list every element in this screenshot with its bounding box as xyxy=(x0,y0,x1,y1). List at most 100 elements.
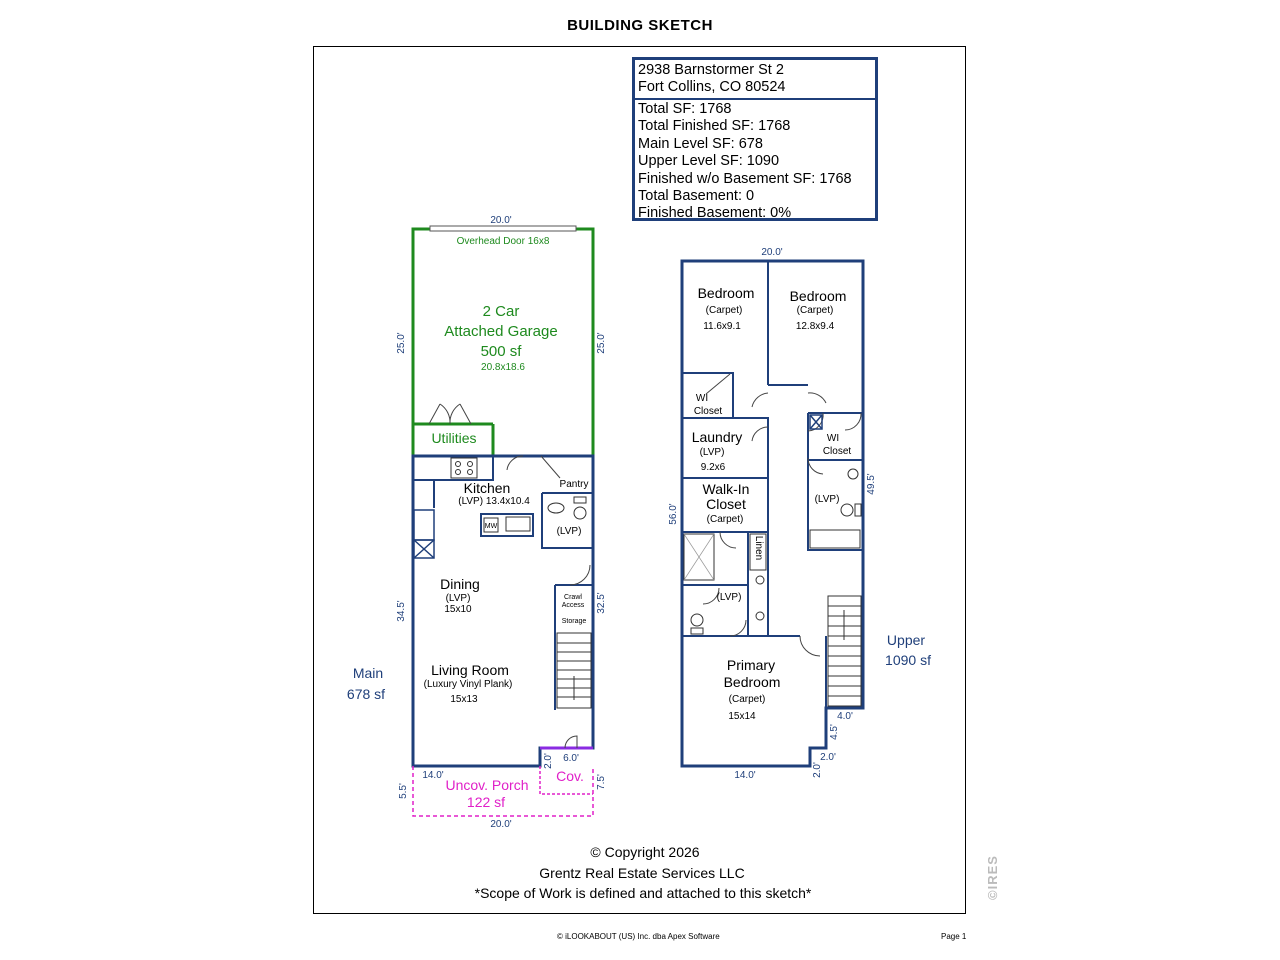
bathtub-icon xyxy=(809,529,861,549)
crawl-label-3: Storage xyxy=(562,618,587,625)
stat-total-sf: Total SF: 1768 xyxy=(638,101,732,117)
door-swing-icon xyxy=(428,403,451,425)
bedroom1-size: 11.6x9.1 xyxy=(703,321,741,332)
kitchen-sub: (LVP) 13.4x10.4 xyxy=(458,496,530,507)
microwave-icon xyxy=(483,517,499,533)
dining-floor: (LVP) xyxy=(446,593,471,604)
wi-closet1-label-2: Closet xyxy=(694,406,723,417)
wi-closet1-label-1: WI xyxy=(696,393,708,404)
dining-label: Dining xyxy=(440,576,480,592)
dim-cov-width: 6.0' xyxy=(563,753,579,764)
sink-icon xyxy=(547,502,565,514)
dim-main-bottom: 20.0' xyxy=(490,819,511,830)
garage-label-line1: 2 Car xyxy=(483,303,520,320)
sink-icon xyxy=(755,575,765,585)
entry-door-icon xyxy=(564,735,578,749)
walkin-floor: (Carpet) xyxy=(707,514,744,525)
toilet-icon xyxy=(573,506,587,520)
overhead-door-icon xyxy=(429,225,577,232)
upper-bath1-floor: (LVP) xyxy=(717,592,742,603)
address-line-1: 2938 Barnstormer St 2 xyxy=(638,62,784,78)
covered-label: Cov. xyxy=(556,768,584,784)
dim-garage-top: 20.0' xyxy=(490,215,511,226)
stairs-icon xyxy=(556,632,592,709)
dim-upper-right: 49.5' xyxy=(866,473,877,494)
door-swing-icon xyxy=(807,392,827,404)
sketch-title: BUILDING SKETCH xyxy=(567,17,713,34)
toilet-icon xyxy=(840,503,854,517)
software-credit: © iLOOKABOUT (US) Inc. dba Apex Software xyxy=(557,932,720,941)
garage-size: 20.8x18.6 xyxy=(481,362,525,373)
dim-notch-width: 2.0' xyxy=(820,752,836,763)
primary-floor: (Carpet) xyxy=(729,694,766,705)
main-level-plan: 20.0' 25.0' 25.0' 34.5' 32.5' 14.0' 6.0'… xyxy=(347,215,607,830)
stairs-icon xyxy=(827,595,862,707)
dim-step-height: 4.5' xyxy=(829,724,840,740)
upper-interior-walls xyxy=(682,261,863,637)
hvac-icon xyxy=(413,539,435,559)
dim-main-right: 32.5' xyxy=(596,592,607,613)
porch-area: 122 sf xyxy=(467,794,505,810)
crawl-label-1: Crawl xyxy=(564,594,582,601)
linen-shelf xyxy=(749,533,767,571)
upper-level-area: 1090 sf xyxy=(885,652,931,668)
stat-main-level-sf: Main Level SF: 678 xyxy=(638,135,763,152)
dim-upper-top: 20.0' xyxy=(761,247,782,258)
copyright-line: © Copyright 2026 xyxy=(590,844,699,860)
utilities-label: Utilities xyxy=(431,430,476,446)
kitchen-label: Kitchen xyxy=(464,480,511,496)
dim-upper-left: 56.0' xyxy=(668,503,679,524)
walkin-label-2: Closet xyxy=(706,496,746,512)
overhead-door-label: Overhead Door 16x8 xyxy=(457,236,550,247)
kitchen-island xyxy=(480,513,534,537)
range-icon xyxy=(450,457,478,479)
laundry-size: 9.2x6 xyxy=(701,462,726,473)
pantry-bath-wall xyxy=(541,492,593,549)
dim-notch-height: 2.0' xyxy=(812,762,823,778)
dim-cov-height-2: 7.5' xyxy=(596,774,607,790)
stair-wall xyxy=(825,636,863,709)
living-room-floor: (Luxury Vinyl Plank) xyxy=(424,679,513,690)
living-room-label: Living Room xyxy=(431,662,509,678)
fridge-icon xyxy=(413,509,435,541)
kitchen-sink-icon xyxy=(505,516,531,532)
bedroom2-label: Bedroom xyxy=(790,288,847,304)
porch-outline xyxy=(412,766,594,817)
property-info-box: 2938 Barnstormer St 2 Fort Collins, CO 8… xyxy=(632,57,878,221)
sink-icon xyxy=(755,611,765,621)
covered-porch-outline xyxy=(539,766,593,795)
door-swing-icon xyxy=(729,619,747,637)
sink-icon xyxy=(847,468,859,480)
door-swing-icon xyxy=(705,373,731,395)
page-number: Page 1 xyxy=(941,932,967,941)
dim-porch-width: 14.0' xyxy=(422,770,443,781)
upper-bath2-floor: (LVP) xyxy=(815,494,840,505)
shower-icon xyxy=(683,533,715,581)
upper-level-plan: 20.0' 56.0' 49.5' 14.0' 4.0' 4.5' 2.0' 2… xyxy=(668,247,931,781)
door-swing-icon xyxy=(569,564,591,586)
walkin-label-1: Walk-In xyxy=(703,481,750,497)
dim-garage-right: 25.0' xyxy=(596,332,607,353)
door-swing-icon xyxy=(702,587,720,605)
microwave-label: MW xyxy=(485,523,498,530)
wi-closet2-label-1: WI xyxy=(827,433,839,444)
dim-porch-height: 5.5' xyxy=(398,783,409,799)
main-level-area: 678 sf xyxy=(347,686,385,702)
bedroom1-floor: (Carpet) xyxy=(706,305,743,316)
wi-closet2-label-2: Closet xyxy=(823,446,852,457)
door-swing-icon xyxy=(540,455,561,479)
garage-label-line2: Attached Garage xyxy=(444,323,557,340)
address-block: 2938 Barnstormer St 2 Fort Collins, CO 8… xyxy=(635,60,875,100)
linen-label: Linen xyxy=(753,536,764,560)
door-swing-icon xyxy=(807,457,824,475)
dim-upper-bottom: 14.0' xyxy=(734,770,755,781)
door-swing-icon xyxy=(449,403,472,425)
door-swing-icon xyxy=(751,392,769,408)
living-room-size: 15x13 xyxy=(450,694,478,705)
stat-total-basement: Total Basement: 0 xyxy=(638,188,755,205)
copyright-company: Grentz Real Estate Services LLC xyxy=(539,865,744,881)
bedroom1-label: Bedroom xyxy=(698,285,755,301)
kitchen-wall xyxy=(413,456,494,508)
garage-area: 500 sf xyxy=(481,343,523,360)
